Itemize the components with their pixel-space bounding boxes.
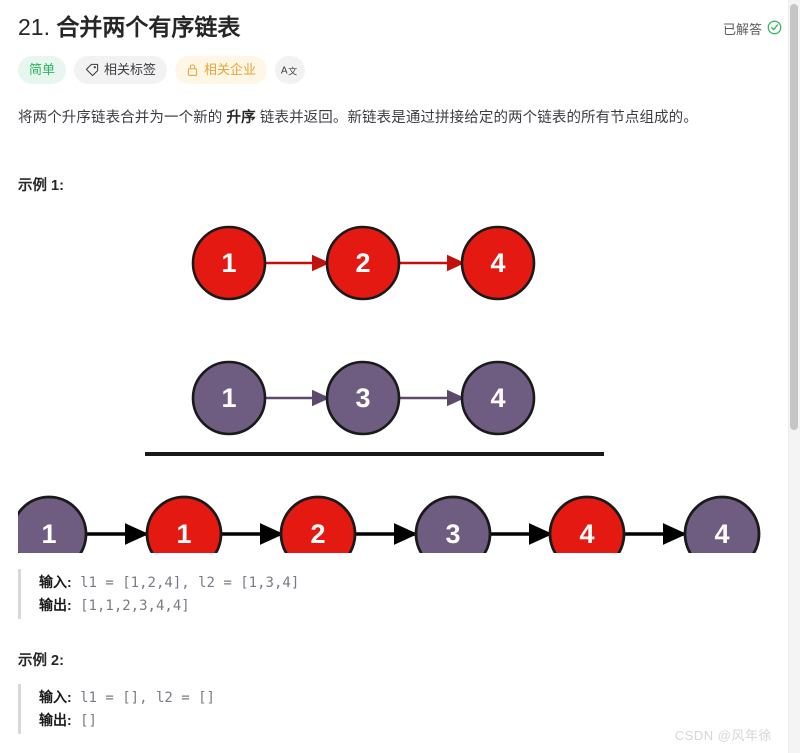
example-1-heading: 示例 1:: [18, 178, 64, 194]
badge-toolbar: 简单 相关标签 相关企业 A: [18, 56, 782, 84]
svg-text:A: A: [281, 66, 288, 77]
node-merged-2: [279, 495, 357, 553]
badge-language-toggle[interactable]: A 文: [275, 56, 306, 84]
node-merged-0: [18, 495, 88, 553]
node-l1-2: [460, 225, 536, 301]
badge-companies-label: 相关企业: [204, 62, 257, 77]
node-l2-0-label: 1: [221, 383, 236, 413]
node-l2-2-label: 4: [490, 383, 505, 413]
example-1-code: 输入: l1 = [1,2,4], l2 = [1,3,4] 输出: [1,1,…: [18, 569, 782, 619]
merged-list-row: 1 1 2 3 4 4: [18, 495, 761, 553]
example-2-output-value: []: [71, 713, 97, 729]
example-2-code: 输入: l1 = [], l2 = [] 输出: []: [18, 684, 782, 734]
linked-list-diagram: 1 2 4 1 3 4: [18, 203, 782, 555]
example-1-input-value: l1 = [1,2,4], l2 = [1,3,4]: [71, 575, 300, 591]
list-1-row: 1 2 4: [191, 225, 536, 301]
description-part2: 链表并返回。新链表是通过拼接给定的两个链表的所有节点组成的。: [255, 110, 698, 126]
status-label: 已解答: [722, 22, 762, 37]
node-l1-0-label: 1: [221, 248, 236, 278]
node-merged-3-label: 3: [445, 519, 460, 549]
example-1-output-value: [1,1,2,3,4,4]: [71, 598, 190, 614]
problem-description: 将两个升序链表合并为一个新的 升序 链表并返回。新链表是通过拼接给定的两个链表的…: [18, 106, 782, 130]
badge-difficulty-label: 简单: [29, 62, 56, 77]
list-2-row: 1 3 4: [191, 360, 536, 436]
lock-icon: [186, 63, 199, 77]
node-l2-1: [325, 360, 401, 436]
node-merged-2-label: 2: [310, 519, 325, 549]
example-1-output-label: 输出:: [39, 597, 72, 613]
node-merged-4-label: 4: [579, 519, 594, 549]
example-1-output-line: 输出: [1,1,2,3,4,4]: [39, 594, 782, 617]
example-2-output-line: 输出: []: [39, 709, 782, 732]
example-2-input-line: 输入: l1 = [], l2 = []: [39, 686, 782, 709]
node-l2-0: [191, 360, 267, 436]
node-merged-4: [548, 495, 626, 553]
badge-topics[interactable]: 相关标签: [74, 56, 168, 84]
badge-companies[interactable]: 相关企业: [175, 56, 268, 84]
page-scrollbar[interactable]: [788, 0, 800, 753]
node-merged-1: [145, 495, 223, 553]
example-2-output-label: 输出:: [39, 712, 72, 728]
example-1-input-line: 输入: l1 = [1,2,4], l2 = [1,3,4]: [39, 571, 782, 594]
description-part1: 将两个升序链表合并为一个新的: [18, 110, 227, 126]
node-l1-1-label: 2: [355, 248, 370, 278]
node-l1-1: [325, 225, 401, 301]
problem-number: 21.: [18, 14, 50, 40]
description-emphasis: 升序: [226, 110, 256, 126]
translate-icon: A 文: [280, 62, 300, 78]
tag-icon: [85, 63, 99, 77]
node-l2-2: [460, 360, 536, 436]
example-2-heading: 示例 2:: [18, 653, 64, 669]
page-title: 21. 合并两个有序链表: [18, 10, 240, 44]
page-header: 21. 合并两个有序链表 已解答: [18, 0, 782, 44]
node-merged-1-label: 1: [176, 519, 191, 549]
svg-text:文: 文: [288, 66, 297, 77]
node-merged-5: [683, 495, 761, 553]
node-merged-5-label: 4: [714, 519, 729, 549]
badge-topics-label: 相关标签: [104, 62, 157, 77]
diagram-svg: 1 2 4 1 3 4: [18, 225, 761, 553]
check-circle-icon: [767, 20, 782, 38]
example-2-input-value: l1 = [], l2 = []: [71, 690, 215, 706]
status-badge: 已解答: [723, 10, 782, 38]
watermark: CSDN @风年徐: [674, 728, 772, 743]
node-l2-1-label: 3: [355, 383, 370, 413]
problem-title: 合并两个有序链表: [56, 14, 241, 40]
node-l1-2-label: 4: [490, 248, 505, 278]
scrollbar-thumb[interactable]: [790, 4, 798, 430]
node-merged-3: [414, 495, 492, 553]
example-2-input-label: 输入:: [39, 689, 72, 705]
example-1-input-label: 输入:: [39, 574, 72, 590]
badge-difficulty[interactable]: 简单: [18, 56, 67, 84]
node-merged-0-label: 1: [41, 519, 56, 549]
node-l1-0: [191, 225, 267, 301]
